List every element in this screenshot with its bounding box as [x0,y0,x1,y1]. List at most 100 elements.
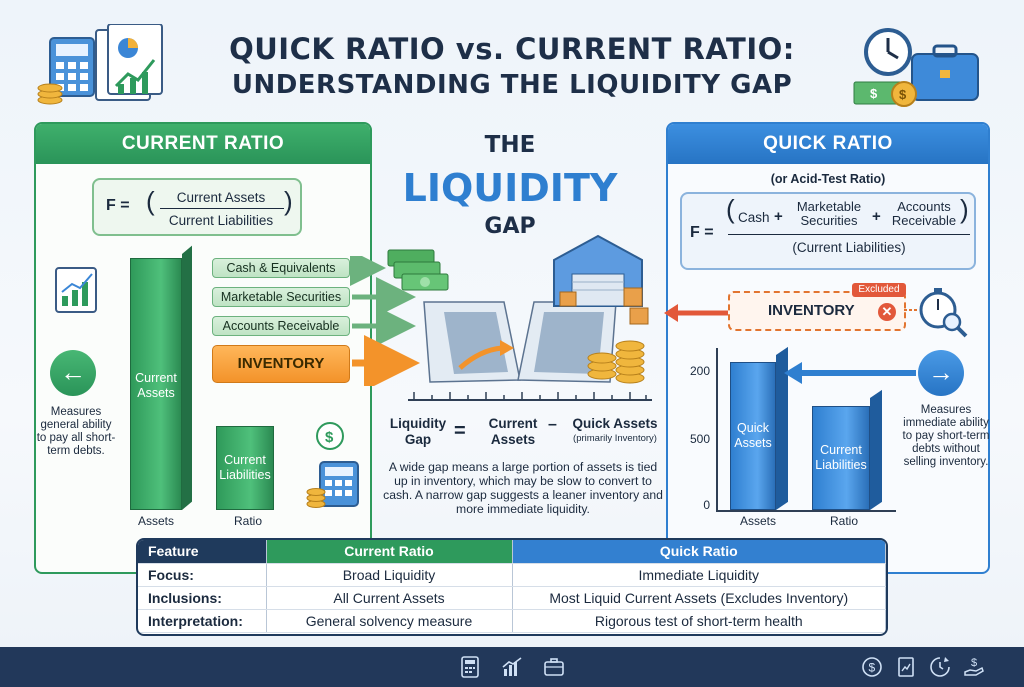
excluded-x-icon: ✕ [878,303,896,321]
formula-numerator: Current Assets [176,190,266,205]
current-assets-bar: Current Assets [130,258,182,510]
svg-text:$: $ [899,87,907,102]
eq-minus: – [548,416,557,433]
paren-right: ) [960,194,969,224]
coins-icon [587,340,645,384]
x-label-ratio: Ratio [233,514,262,528]
center-title-gap: GAP [484,214,536,239]
center-title-liquidity: LIQUIDITY [402,166,618,210]
quick-liabilities-bar-label: Current Liabilities [815,443,867,472]
current-inventory-box: INVENTORY [212,345,350,383]
current-ratio-formula: F = ( Current Assets Current Liabilities… [92,178,302,236]
x-axis [716,510,896,512]
calculator-icon [461,656,479,678]
formula-lhs: F = [690,224,714,241]
component-securities: Marketable Securities [212,287,350,307]
y-tick-500: 500 [689,432,710,446]
clock-briefcase-icon: $ $ [853,28,979,107]
table-cell: Most Liquid Current Assets (Excludes Inv… [512,586,886,610]
quick-assets-bar: Quick Assets [730,362,776,510]
money-hand-icon: $ [964,657,984,676]
fraction-bar [728,234,970,235]
comparison-table: Feature Current Ratio Quick Ratio Focus:… [136,538,888,636]
formula-term-cash: Cash [738,210,770,225]
report-chart-icon [55,267,97,313]
table-row: Inclusions: All Current Assets Most Liqu… [138,586,886,610]
eq-liquidity-gap: Liquidity Gap [389,416,447,447]
table-cell: Inclusions: [138,586,267,610]
eq-equals: = [454,420,466,442]
page-title-line2: UNDERSTANDING THE LIQUIDITY GAP [231,70,793,100]
current-ratio-side-note: Measures general ability to pay all shor… [36,406,116,457]
svg-text:$: $ [971,657,977,669]
quick-assets-bar-label: Quick Assets [734,421,772,450]
paren-right: ) [284,186,293,216]
table-cell: Interpretation: [138,609,267,633]
arrow-left-icon: ← [50,350,96,396]
paren-left: ( [146,186,155,216]
footer-bar: $ $ [0,647,1024,687]
quick-ratio-side-note: Measures immediate ability to pay short-… [902,404,990,468]
dollar-coin-icon: $ [862,657,882,677]
formula-term-securities: Marketable Securities [796,199,862,228]
x-label-ratio: Ratio [829,514,858,528]
y-tick-0: 0 [703,498,710,512]
paren-left: ( [726,194,735,224]
svg-text:$: $ [325,429,334,446]
center-title-the: THE [484,132,536,158]
formula-plus-1: + [774,208,783,225]
fraction-bar [160,208,284,209]
cash-stack-icon [387,249,449,291]
clock-icon [930,657,950,677]
table-cell: Focus: [138,563,267,587]
excluded-arrow [664,304,728,322]
current-ratio-header: CURRENT RATIO [36,124,370,164]
excluded-badge: Excluded [852,283,906,297]
current-liabilities-bar: Current Liabilities [216,426,274,510]
report-icon [898,657,914,677]
formula-term-receivable: Accounts Receivable [891,199,957,228]
eq-current-assets: Current Assets [488,416,538,447]
warehouse-icon [553,234,649,325]
component-arrows [350,256,420,386]
quick-arrow [784,362,916,384]
quick-ratio-subtitle: (or Acid-Test Ratio) [770,172,886,186]
table-header-row: Feature Current Ratio Quick Ratio [138,540,886,564]
x-label-assets: Assets [137,514,174,528]
arrow-right-icon: → [918,350,964,396]
table-cell: Broad Liquidity [266,563,513,587]
y-tick-200: 200 [689,364,710,378]
svg-text:$: $ [869,661,876,675]
table-cell: General solvency measure [266,609,513,633]
finance-documents-icon [37,24,163,105]
table-cell: Rigorous test of short-term health [512,609,886,633]
quick-inventory-excluded: INVENTORY ✕ [728,291,906,331]
quick-inventory-label: INVENTORY [768,302,855,319]
x-label-assets: Assets [739,514,776,528]
chart-icon [502,657,522,676]
table-row: Interpretation: General solvency measure… [138,609,886,633]
table-row: Focus: Broad Liquidity Immediate Liquidi… [138,563,886,587]
calculator-coins-icon: $ [306,422,359,508]
liquidity-gap-illustration [387,234,652,401]
formula-plus-2: + [872,208,881,225]
y-axis [716,348,718,512]
eq-quick-assets-note: (primarily Inventory) [573,433,657,444]
component-receivable: Accounts Receivable [212,316,350,336]
current-liabilities-bar-label: Current Liabilities [219,453,271,482]
page-title-line1: QUICK RATIO vs. CURRENT RATIO: [229,32,795,66]
briefcase-icon [544,658,564,676]
stopwatch-magnifier-icon [904,288,968,338]
current-assets-bar-label: Current Assets [135,371,177,400]
table-header-quick: Quick Ratio [512,540,886,564]
table-cell: Immediate Liquidity [512,563,886,587]
formula-denominator: Current Liabilities [168,213,274,228]
table-header-current: Current Ratio [266,540,513,564]
eq-quick-assets: Quick Assets [572,416,658,431]
formula-lhs: F = [106,197,130,214]
table-header-feature: Feature [138,540,267,564]
quick-ratio-formula: F = ( Cash + Marketable Securities + Acc… [680,192,976,270]
center-description: A wide gap means a large portion of asse… [383,460,663,516]
formula-denominator: (Current Liabilities) [792,240,906,255]
quick-ratio-header: QUICK RATIO [668,124,988,164]
